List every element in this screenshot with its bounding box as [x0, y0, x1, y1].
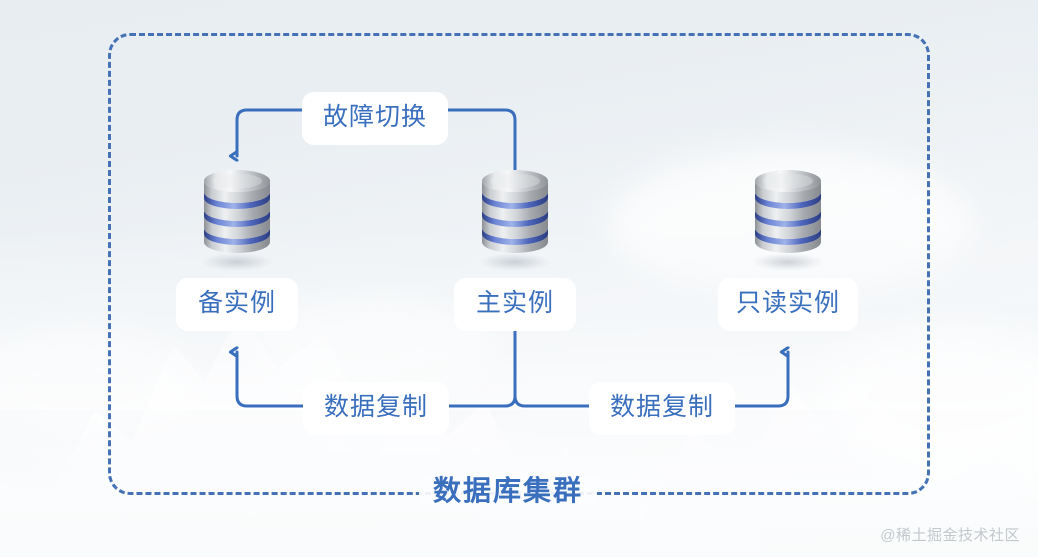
database-cylinder-icon — [201, 170, 273, 270]
cluster-title: 数据库集群 — [419, 472, 598, 510]
node-primary[interactable]: 主实例 — [435, 170, 595, 331]
replication-left-connector-path — [237, 352, 517, 408]
edge-label-replication-right: 数据复制 — [589, 382, 736, 435]
database-cylinder-icon — [479, 170, 551, 270]
watermark: @稀土掘金技术社区 — [880, 527, 1020, 544]
node-primary-label: 主实例 — [453, 278, 576, 331]
replication-right-connector-path — [513, 352, 790, 408]
edge-label-replication-left: 数据复制 — [303, 382, 450, 435]
edge-label-failover: 故障切换 — [302, 92, 449, 145]
node-standby[interactable]: 备实例 — [157, 170, 317, 331]
database-cylinder-icon — [752, 170, 824, 270]
node-standby-label: 备实例 — [175, 278, 298, 331]
node-readonly-label: 只读实例 — [717, 278, 858, 331]
node-readonly[interactable]: 只读实例 — [708, 170, 868, 331]
